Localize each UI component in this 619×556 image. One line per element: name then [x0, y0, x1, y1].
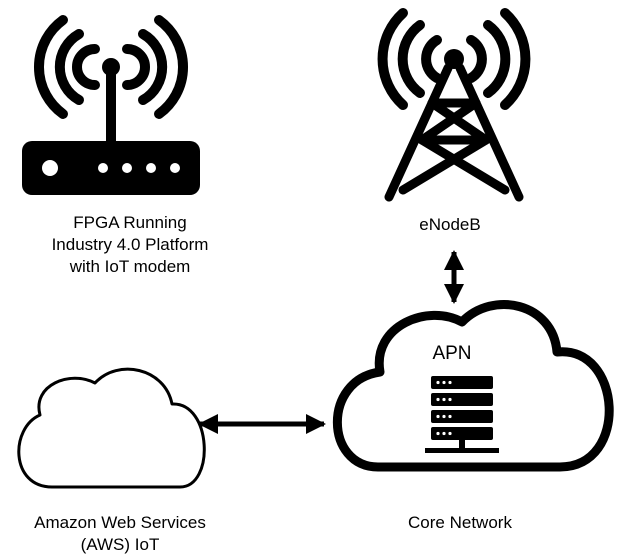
- aws-iot-label: Amazon Web Services (AWS) IoT: [0, 512, 240, 556]
- cell-tower-icon: [377, 8, 531, 202]
- core-network-label: Core Network: [408, 513, 512, 532]
- core-network-cloud-icon: [333, 300, 614, 472]
- router-icon: [22, 15, 200, 195]
- fpga-label-line-3: with IoT modem: [69, 257, 191, 276]
- aws-label-line-2: (AWS) IoT: [80, 535, 160, 554]
- server-rack-icon: [425, 376, 499, 453]
- enodeb-label: eNodeB: [419, 215, 481, 234]
- fpga-label-line-2: Industry 4.0 Platform: [51, 235, 209, 254]
- aws-label-line-1: Amazon Web Services: [34, 513, 206, 532]
- aws-cloud-icon: [17, 367, 206, 489]
- fpga-label-line-1: FPGA Running: [73, 213, 187, 232]
- apn-label: APN: [432, 343, 472, 364]
- fpga-label: FPGA Running Industry 4.0 Platform with …: [30, 212, 230, 278]
